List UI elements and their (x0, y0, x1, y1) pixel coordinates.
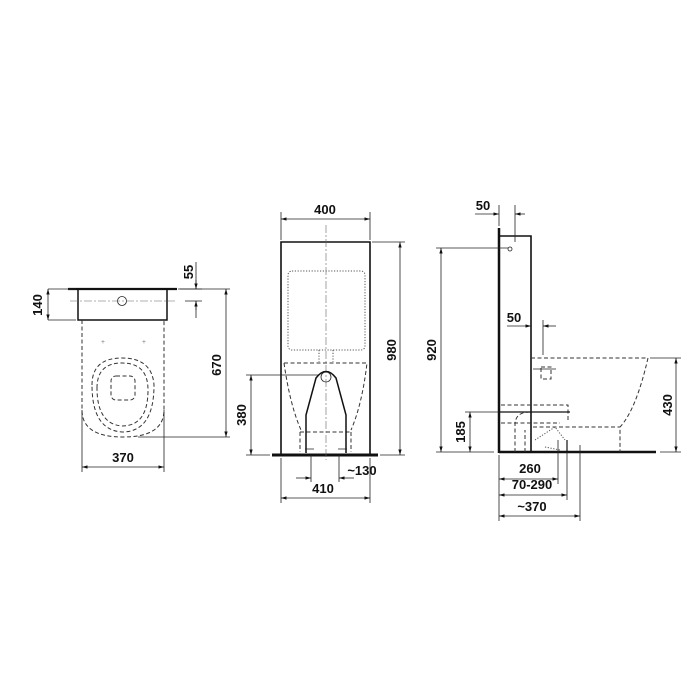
dim-label-670: 670 (209, 354, 224, 376)
dim-label-50-mid: 50 (507, 310, 521, 325)
top-view: + + 140 55 670 370 (30, 262, 230, 472)
bowl-outline (283, 362, 368, 431)
bowl-opening (110, 375, 136, 401)
dim-label-980: 980 (384, 339, 399, 361)
tank-outline (499, 235, 532, 452)
bowl-outline (531, 357, 649, 452)
outlet-icon (320, 371, 332, 383)
hinge-mark: + (142, 338, 146, 346)
front-view: 400 980 380 ~130 410 (234, 202, 405, 503)
dim-label-380: 380 (234, 404, 249, 426)
flush-panel (287, 270, 366, 351)
dim-label-920: 920 (424, 339, 439, 361)
dim-label-185: 185 (453, 421, 468, 443)
pedestal-outline (305, 370, 347, 453)
dim-label-55: 55 (181, 265, 196, 279)
dim-label-400: 400 (314, 202, 336, 217)
seat-outline (91, 357, 155, 433)
seat-inner (96, 362, 149, 427)
tank-outline (280, 241, 371, 455)
dim-label-130: ~130 (347, 463, 376, 478)
bowl-outline (81, 320, 165, 438)
inlet-hole-icon (507, 246, 513, 252)
dim-label-430: 430 (660, 394, 675, 416)
dim-label-410: 410 (312, 481, 334, 496)
dim-label-70-290: 70-290 (512, 477, 552, 492)
side-view: 50 50 920 430 185 260 70-290 ~370 (424, 198, 681, 521)
tank-outline (77, 289, 168, 321)
dim-label-370-side: ~370 (517, 499, 546, 514)
dim-label-50-top: 50 (476, 198, 490, 213)
dim-label-260: 260 (519, 461, 541, 476)
hinge-mark: + (101, 338, 105, 346)
dim-label-140: 140 (30, 294, 45, 316)
dim-label-370: 370 (112, 450, 134, 465)
